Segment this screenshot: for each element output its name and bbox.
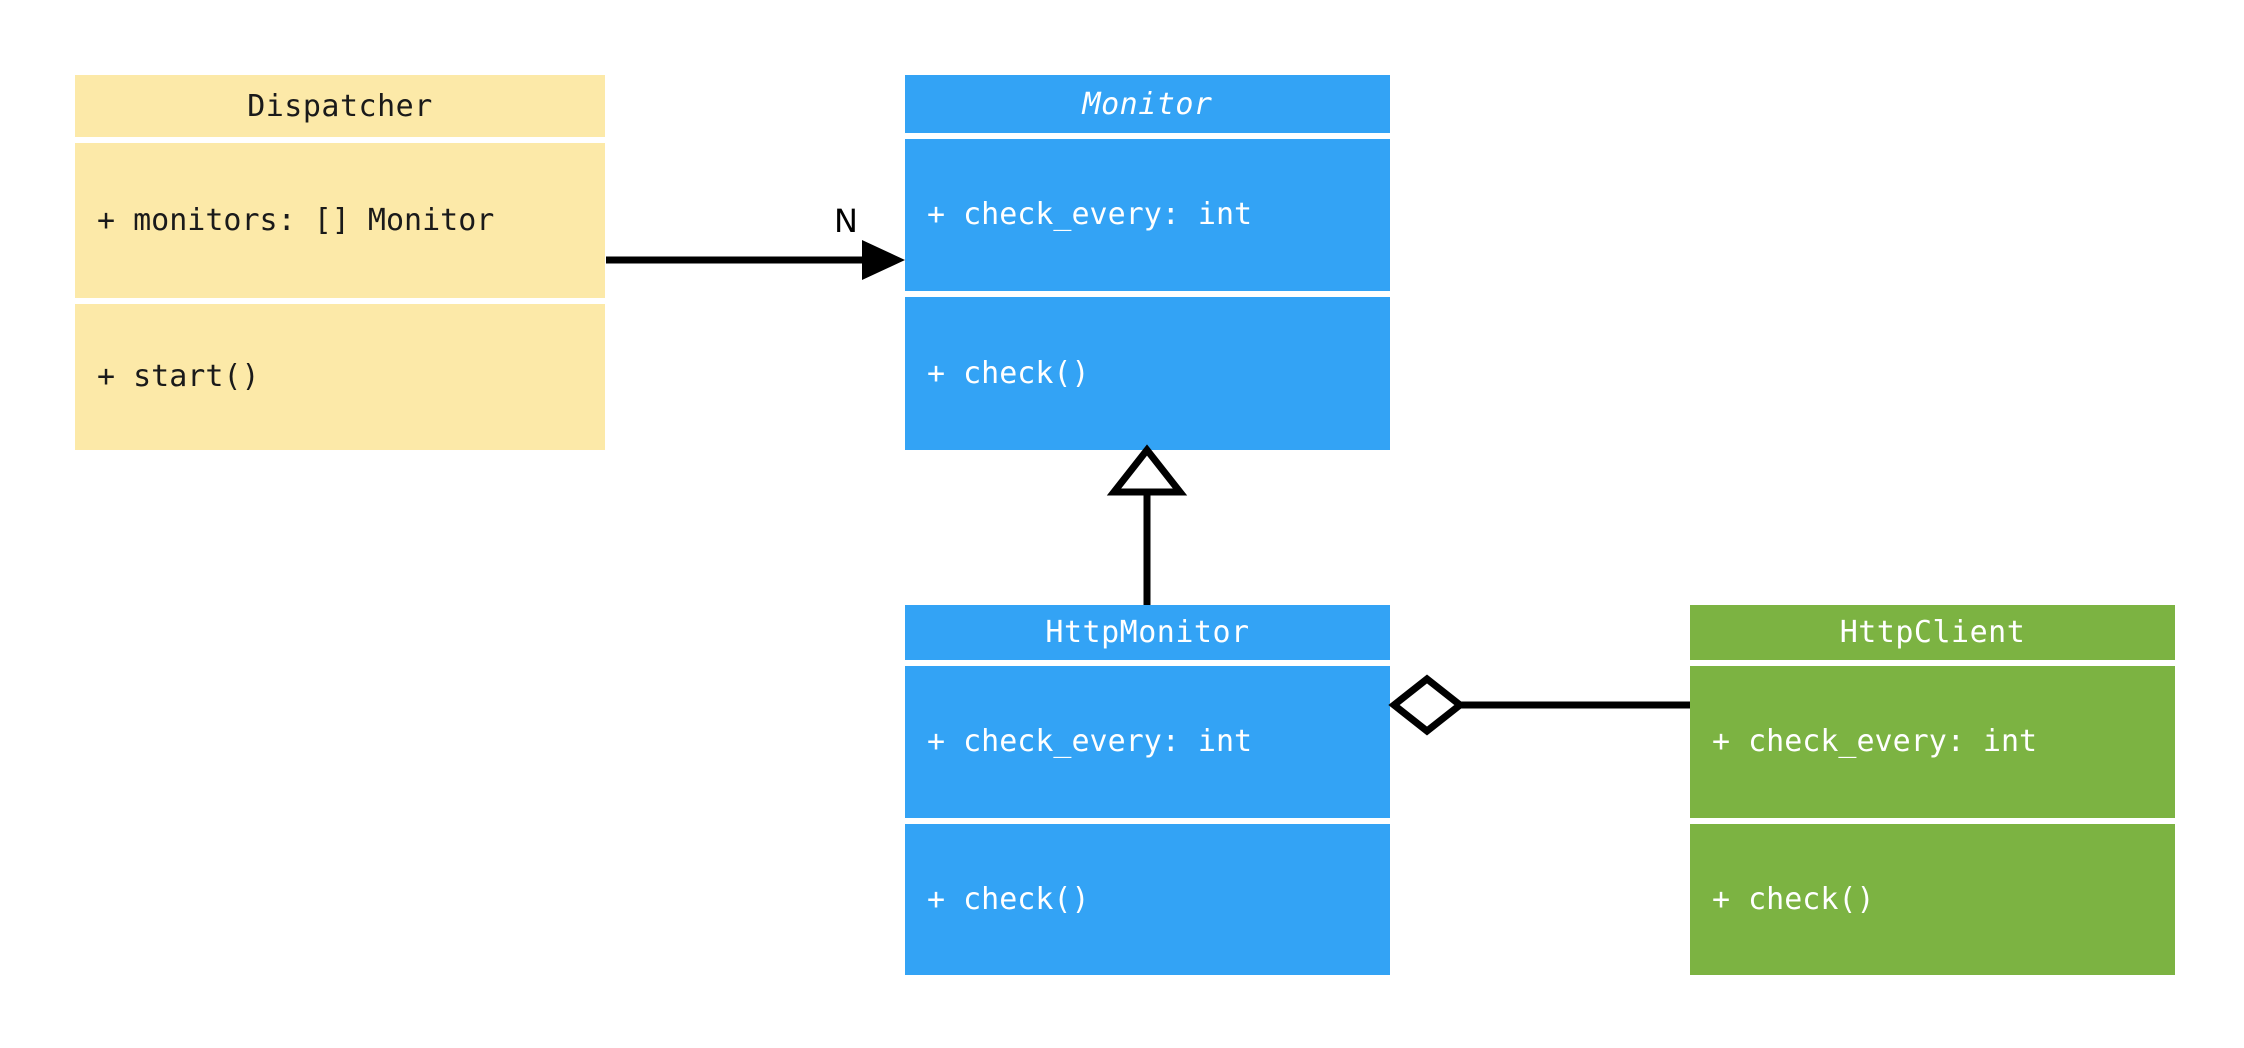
class-name-dispatcher: Dispatcher xyxy=(247,88,433,124)
class-box-dispatcher[interactable]: Dispatcher + monitors: [] Monitor + run(… xyxy=(75,75,605,450)
attribute-item: + monitors: [] Monitor xyxy=(97,202,495,238)
class-attributes-compartment-http-client: + check_every: int xyxy=(1690,666,2175,818)
class-name-monitor: Monitor xyxy=(1082,86,1213,122)
class-attributes-compartment-dispatcher: + monitors: [] Monitor xyxy=(75,143,605,298)
class-box-http-monitor[interactable]: HttpMonitor + check_every: int + check() xyxy=(905,605,1390,975)
attribute-list-http-client: + check_every: int xyxy=(1690,666,2037,818)
class-name-http-monitor: HttpMonitor xyxy=(1045,615,1250,650)
method-item: + check() xyxy=(1712,881,1875,917)
class-methods-compartment-http-client: + check() xyxy=(1690,824,2175,975)
attribute-item: + check_every: int xyxy=(927,197,1253,233)
hollow-diamond-icon xyxy=(1388,674,1466,736)
compartment-divider xyxy=(75,137,605,143)
compartment-divider xyxy=(75,298,605,304)
relationship-generalization-httpmonitor-monitor xyxy=(1106,444,1188,605)
method-item: + start() xyxy=(97,359,260,395)
attribute-list-monitor: + check_every: int xyxy=(905,139,1252,291)
class-title-compartment-http-client: HttpClient xyxy=(1690,605,2175,660)
compartment-divider xyxy=(1690,660,2175,666)
class-title-compartment-dispatcher: Dispatcher xyxy=(75,75,605,137)
class-name-http-client: HttpClient xyxy=(1839,615,2026,650)
class-attributes-compartment-http-monitor: + check_every: int xyxy=(905,666,1390,818)
class-methods-compartment-http-monitor: + check() xyxy=(905,824,1390,975)
compartment-divider xyxy=(905,660,1390,666)
attribute-item: + check_every: int xyxy=(927,724,1253,760)
class-box-monitor[interactable]: Monitor + check_every: int + check() xyxy=(905,75,1390,450)
relationship-association-dispatcher-monitor xyxy=(606,240,905,280)
attribute-list-dispatcher: + monitors: [] Monitor xyxy=(75,143,494,298)
method-list-dispatcher: + run() + start() + stop() xyxy=(75,304,260,450)
method-list-http-monitor: + check() xyxy=(905,824,1090,975)
attribute-item: + check_every: int xyxy=(1712,724,2038,760)
class-attributes-compartment-monitor: + check_every: int xyxy=(905,139,1390,291)
compartment-divider xyxy=(905,291,1390,297)
class-title-compartment-http-monitor: HttpMonitor xyxy=(905,605,1390,660)
compartment-divider xyxy=(905,818,1390,824)
relationship-aggregation-httpmonitor-httpclient xyxy=(1388,674,1690,736)
class-title-compartment-monitor: Monitor xyxy=(905,75,1390,133)
class-methods-compartment-dispatcher: + run() + start() + stop() xyxy=(75,304,605,450)
method-list-monitor: + check() xyxy=(905,297,1090,450)
hollow-triangle-icon xyxy=(1106,444,1188,496)
class-methods-compartment-monitor: + check() xyxy=(905,297,1390,450)
method-list-http-client: + check() xyxy=(1690,824,1875,975)
association-multiplicity-label: N xyxy=(834,202,858,240)
method-item: + check() xyxy=(927,355,1090,391)
compartment-divider xyxy=(1690,818,2175,824)
filled-arrowhead-icon xyxy=(862,240,905,280)
compartment-divider xyxy=(905,133,1390,139)
method-item: + check() xyxy=(927,881,1090,917)
class-box-http-client[interactable]: HttpClient + check_every: int + check() xyxy=(1690,605,2175,975)
attribute-list-http-monitor: + check_every: int xyxy=(905,666,1252,818)
